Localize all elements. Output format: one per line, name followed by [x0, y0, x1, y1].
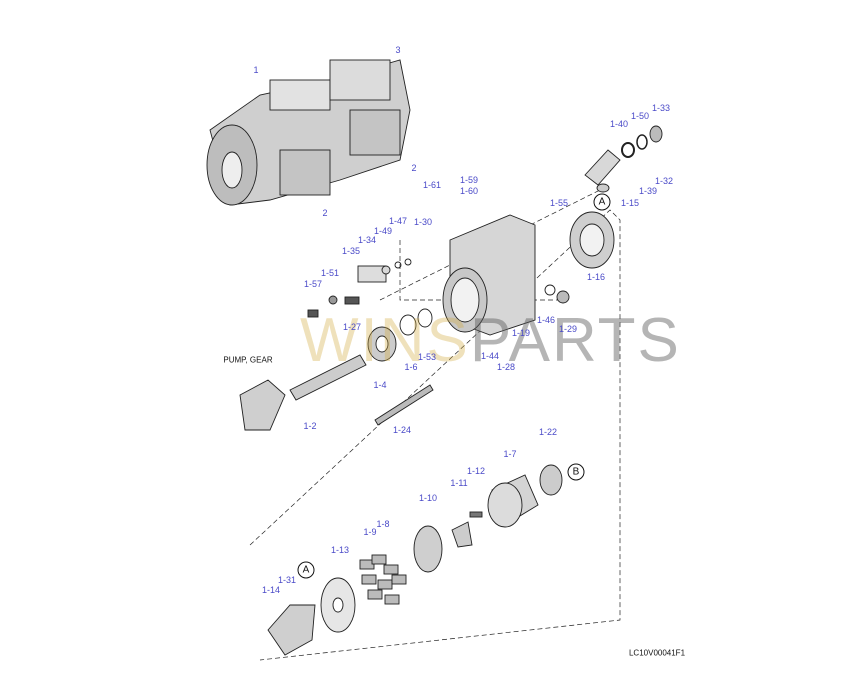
- spool-1-32: [584, 125, 663, 193]
- pump-casing-1-19: [442, 214, 536, 336]
- label-1-46[interactable]: 1-46: [536, 315, 556, 325]
- oring-1-49: [394, 261, 402, 269]
- swash-plate-1-14: [267, 604, 316, 656]
- label-1-51[interactable]: 1-51: [320, 268, 340, 278]
- plug-1-27: [344, 296, 360, 305]
- retainer-plate-1-10: [413, 525, 443, 573]
- label-1-9[interactable]: 1-9: [363, 527, 377, 537]
- label-1-40[interactable]: 1-40: [609, 119, 629, 129]
- ring-1-6: [399, 314, 417, 336]
- bolt-1-24: [374, 384, 434, 426]
- label-1-28[interactable]: 1-28: [496, 362, 516, 372]
- label-1-33[interactable]: 1-33: [651, 103, 671, 113]
- label-1-24[interactable]: 1-24: [392, 425, 412, 435]
- label-1-27[interactable]: 1-27: [342, 322, 362, 332]
- label-1-44[interactable]: 1-44: [480, 351, 500, 361]
- label-1-47[interactable]: 1-47: [388, 216, 408, 226]
- label-1-53[interactable]: 1-53: [417, 352, 437, 362]
- cover-1-16: [569, 211, 615, 269]
- oring-1-46: [544, 284, 556, 296]
- label-1-10[interactable]: 1-10: [418, 493, 438, 503]
- label-1-50[interactable]: 1-50: [630, 111, 650, 121]
- watermark: WINSPARTS: [300, 306, 681, 375]
- label-1-7[interactable]: 1-7: [503, 449, 517, 459]
- label-1-4[interactable]: 1-4: [373, 380, 387, 390]
- label-1-8[interactable]: 1-8: [376, 519, 390, 529]
- ring-1-53: [417, 308, 433, 328]
- callout-b: B: [567, 463, 585, 481]
- label-1-6[interactable]: 1-6: [404, 362, 418, 372]
- screw-1-57: [307, 309, 319, 318]
- drawing-code: LC10V00041F1: [628, 648, 686, 658]
- spring-1-12: [469, 511, 483, 518]
- piston-shoes-1-8: [359, 554, 407, 605]
- label-1-2[interactable]: 1-2: [303, 421, 317, 431]
- shaft-1-2: [289, 354, 367, 401]
- label-1-59[interactable]: 1-59: [459, 175, 479, 185]
- label-3[interactable]: 3: [395, 45, 401, 55]
- label-1-31[interactable]: 1-31: [277, 575, 297, 585]
- label-1-15[interactable]: 1-15: [620, 198, 640, 208]
- label-1-29[interactable]: 1-29: [558, 324, 578, 334]
- plate-1-35: [357, 265, 387, 283]
- label-1-61[interactable]: 1-61: [422, 180, 442, 190]
- gear-pump: [239, 379, 286, 431]
- label-1-22[interactable]: 1-22: [538, 427, 558, 437]
- label-1-16[interactable]: 1-16: [586, 272, 606, 282]
- label-1-60[interactable]: 1-60: [459, 186, 479, 196]
- pump-gear-label: PUMP, GEAR: [223, 355, 273, 365]
- nut-1-51: [328, 295, 338, 305]
- valve-plate-1-22: [539, 464, 563, 496]
- label-2[interactable]: 2: [411, 163, 417, 173]
- label-1-30[interactable]: 1-30: [413, 217, 433, 227]
- pump-assembly: [206, 59, 411, 206]
- label-1-35[interactable]: 1-35: [341, 246, 361, 256]
- label-1-19[interactable]: 1-19: [511, 328, 531, 338]
- label-1-32[interactable]: 1-32: [654, 176, 674, 186]
- plug-1-29: [556, 290, 570, 304]
- label-1-39[interactable]: 1-39: [638, 186, 658, 196]
- callout-a: A: [593, 193, 611, 211]
- spherical-bush-1-11: [451, 521, 473, 548]
- oring-1-47: [404, 258, 412, 266]
- label-1-34[interactable]: 1-34: [357, 235, 377, 245]
- label-2[interactable]: 2: [322, 208, 328, 218]
- plug-1-34: [381, 265, 391, 275]
- label-1-12[interactable]: 1-12: [466, 466, 486, 476]
- label-1-57[interactable]: 1-57: [303, 279, 323, 289]
- label-1-11[interactable]: 1-11: [450, 478, 468, 488]
- label-1-14[interactable]: 1-14: [261, 585, 281, 595]
- label-1-55[interactable]: 1-55: [549, 198, 569, 208]
- callout-a: A: [297, 561, 315, 579]
- label-1-49[interactable]: 1-49: [373, 226, 393, 236]
- label-1[interactable]: 1: [253, 65, 259, 75]
- label-1-13[interactable]: 1-13: [330, 545, 350, 555]
